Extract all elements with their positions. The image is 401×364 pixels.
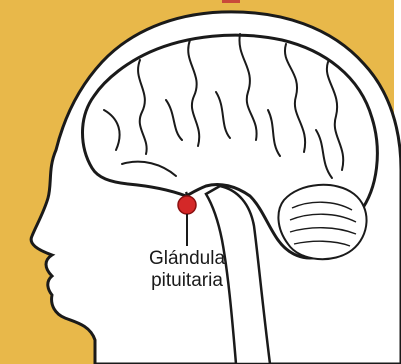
pituitary-gland-dot	[178, 196, 196, 214]
label-line-2: pituitaria	[151, 270, 223, 291]
top-accent	[222, 0, 240, 3]
label-line-1: Glándula	[149, 248, 225, 269]
cerebellum	[278, 185, 366, 259]
